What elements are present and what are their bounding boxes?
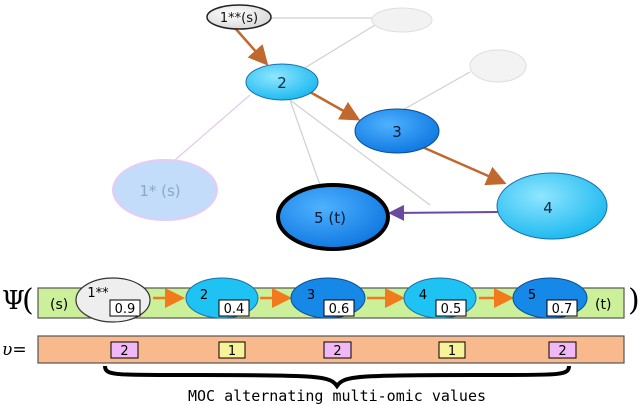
edge-faint (289, 99, 431, 206)
node-4: 4 (496, 172, 608, 240)
psi-row: Ψ ( ) (s) (t) 1** 0.9 2 0.4 (2, 277, 640, 323)
psi-symbol: Ψ (2, 286, 25, 316)
psi-node-label: 2 (200, 288, 208, 303)
upsilon-value-2: 2 (323, 341, 352, 359)
node-5-t: 5 (t) (276, 183, 390, 251)
edge-faint (174, 94, 251, 161)
upsilon-value-3: 1 (438, 341, 466, 359)
node-1star-s: 1* (s) (112, 159, 218, 221)
path-arrow (388, 204, 499, 221)
upsilon-value-0: 2 (110, 341, 139, 359)
node-3: 3 (354, 108, 440, 154)
faded-node (371, 7, 433, 33)
psi-node-label: 5 (528, 288, 536, 303)
upsilon-label: υ= (2, 340, 27, 360)
psi-close-paren: ) (628, 283, 640, 318)
psi-start-label: (s) (50, 297, 68, 313)
node-2: 2 (245, 63, 319, 101)
path-arrow (309, 90, 361, 121)
brace (103, 365, 571, 390)
psi-node-1: 1** 0.9 (75, 277, 151, 323)
svg-text:1: 1 (228, 344, 236, 359)
node-label: 5 (t) (314, 209, 346, 227)
upsilon-value-1: 1 (218, 341, 246, 359)
psi-node-value: 0.6 (329, 302, 350, 317)
upsilon-value-4: 2 (548, 341, 577, 359)
psi-node-label: 1** (87, 286, 109, 301)
psi-node-label: 4 (419, 288, 427, 303)
psi-node-label: 3 (307, 288, 315, 303)
psi-node-5: 5 0.7 (512, 277, 588, 319)
svg-text:2: 2 (120, 344, 128, 359)
node-label: 3 (392, 123, 402, 141)
node-1starstar-s: 1**(s) (206, 4, 272, 30)
caption: MOC alternating multi-omic values (188, 387, 486, 405)
upsilon-row: υ= 2 1 2 1 2 (2, 335, 625, 364)
psi-open-paren: ( (22, 283, 34, 318)
psi-node-value: 0.4 (224, 302, 245, 317)
psi-node-3: 3 0.6 (290, 277, 366, 319)
node-label: 4 (543, 199, 553, 217)
svg-text:1: 1 (448, 344, 456, 359)
psi-node-value: 0.9 (115, 302, 136, 317)
psi-node-4: 4 0.5 (403, 277, 477, 319)
node-label: 1* (s) (139, 182, 180, 200)
edge-faint (289, 99, 321, 186)
psi-node-value: 0.5 (441, 302, 462, 317)
svg-text:2: 2 (558, 344, 566, 359)
faded-node (469, 49, 527, 83)
psi-node-value: 0.7 (552, 302, 573, 317)
path-arrow (234, 27, 269, 66)
svg-text:2: 2 (333, 344, 341, 359)
path-arrow (419, 144, 507, 186)
node-label: 2 (277, 74, 287, 92)
psi-node-2: 2 0.4 (185, 277, 259, 319)
psi-end-label: (t) (595, 297, 611, 313)
background-edges (174, 17, 471, 206)
node-label: 1**(s) (220, 11, 258, 26)
network-graph: 1* (s) 1**(s) 2 3 4 5 (t) (112, 4, 608, 251)
path-edges (234, 27, 507, 221)
